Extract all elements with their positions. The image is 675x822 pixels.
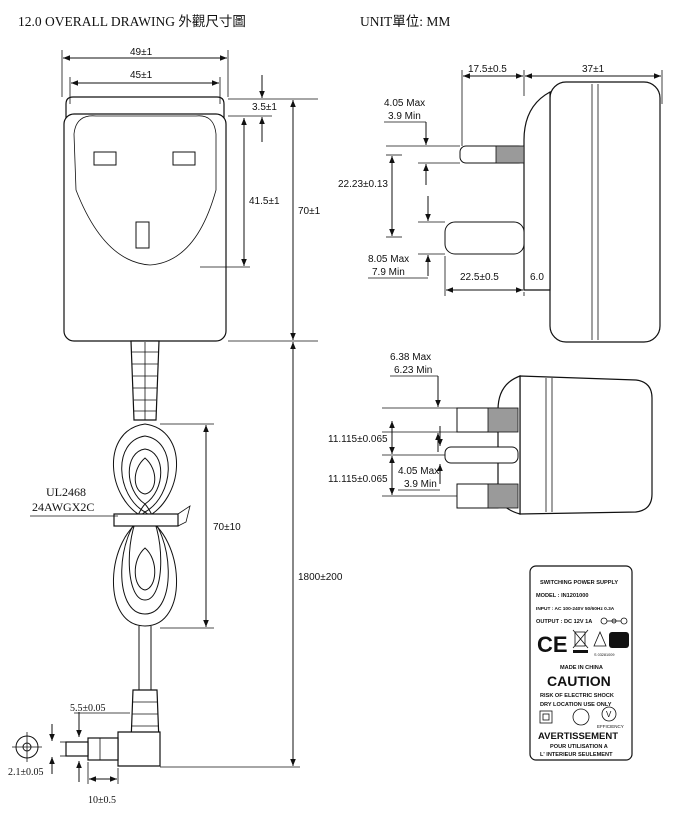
cable-loop-top (134, 457, 156, 495)
dim-pin-max: 4.05 Max (384, 98, 425, 109)
weee-bin-icon (572, 629, 589, 653)
warning-line-2: L' INTERIEUR SEULEMENT (540, 752, 613, 758)
bottom-view (444, 375, 653, 515)
side-plug-base (523, 90, 551, 291)
side-dimensions: 17.5±0.5 37±1 4.05 Max 3.9 Min 22.23±0.1… (338, 64, 663, 296)
dim-body-depth: 37±1 (582, 64, 605, 75)
efficiency-icon (601, 706, 617, 722)
dim-earth-min: 7.9 Min (372, 267, 405, 278)
cable-loop-bottom (134, 547, 156, 591)
side-view (444, 81, 661, 343)
dc-plug-tip (65, 741, 89, 757)
dim-pin-min: 3.9 Min (388, 111, 421, 122)
made-in: MADE IN CHINA (560, 665, 603, 671)
dim-earth-max: 8.05 Max (368, 254, 409, 265)
neutral-pin-slot (172, 151, 196, 166)
dim-coil-length: 70±10 (213, 522, 241, 533)
dim-width-outer: 49±1 (130, 47, 153, 58)
dc-plug-body (117, 731, 161, 767)
efficiency-blank-icon (572, 708, 590, 726)
dim-b-earth-max: 4.05 Max (398, 466, 439, 477)
cable-tie (113, 513, 179, 527)
label-line-3: INPUT : AC 100-240V 50/60Hz 0.3A (536, 606, 615, 612)
cable-spec-2: 24AWGX2C (32, 500, 94, 514)
double-insulation-icon (539, 710, 553, 724)
dim-b-earth-min: 3.9 Min (404, 479, 437, 490)
dim-width-inner: 45±1 (130, 70, 153, 81)
front-dimensions: 49±1 45±1 3.5±1 41.5±1 70±1 (61, 47, 321, 342)
cable-coil-mid (121, 435, 169, 615)
warning-title: AVERTISSEMENT (538, 731, 618, 742)
efficiency-text: EFFICIENCY (597, 724, 624, 729)
dc-plug-barrel (87, 737, 119, 761)
dim-b-pin-min: 6.23 Min (394, 365, 432, 376)
bottom-pin-top-sleeve (487, 407, 519, 433)
adapter-face-curve (73, 115, 217, 266)
side-pin-bottom (444, 221, 525, 255)
bottom-dimensions: 6.38 Max 6.23 Min 11.115±0.065 11.115±0.… (328, 352, 457, 497)
cable-spec-1: UL2468 (46, 485, 86, 499)
warning-line-1: POUR UTILISATION A (550, 744, 608, 750)
bottom-pin-bottom-sleeve (487, 483, 519, 509)
dim-height: 70±1 (298, 206, 321, 217)
bottom-pin-earth (444, 446, 519, 464)
serial-mark: S 03281009 (594, 653, 614, 657)
caution-line-2: DRY LOCATION USE ONLY (540, 702, 612, 708)
cable-assembly: UL2468 24AWGX2C 70±10 1800±200 5.5±0.05 … (8, 340, 343, 806)
dim-dc-length: 10±0.5 (88, 795, 116, 806)
caution-line-1: RISK OF ELECTRIC SHOCK (540, 693, 614, 699)
side-body (549, 81, 661, 343)
dim-total-length: 1800±200 (298, 572, 343, 583)
earth-pin-slot (135, 221, 150, 249)
label-line-2: MODEL : IN1201000 (536, 593, 588, 599)
dim-pin-spacing: 22.23±0.13 (338, 179, 388, 190)
dim-dc-inner: 2.1±0.05 (8, 767, 44, 778)
efficiency-mark: V (606, 710, 612, 719)
safety-mark-icon: S 03281009 (593, 630, 629, 657)
dim-pin-depth: 41.5±1 (249, 196, 280, 207)
side-pin-top-sleeve (495, 145, 525, 164)
dim-b-spacing-a: 11.115±0.065 (328, 434, 388, 445)
cable-coil-inner (128, 448, 162, 601)
dim-b-pin-max: 6.38 Max (390, 352, 431, 363)
dim-b-spacing-b: 11.115±0.065 (328, 474, 388, 485)
dim-top-offset: 3.5±1 (252, 102, 277, 113)
live-pin-slot (93, 151, 117, 166)
dim-pin-length: 22.5±0.5 (460, 272, 499, 283)
label-border (529, 565, 633, 761)
label-line-4: OUTPUT : DC 12V 1A (536, 619, 592, 625)
ce-mark: CE (537, 632, 568, 657)
caution-title: CAUTION (547, 673, 611, 689)
polarity-icon (600, 617, 628, 625)
unit-label: UNIT單位: MM (360, 14, 450, 29)
label-line-1: SWITCHING POWER SUPPLY (540, 580, 618, 586)
dim-dc-outer: 5.5±0.05 (70, 703, 106, 714)
dim-base: 6.0 (530, 272, 544, 283)
rating-label: SWITCHING POWER SUPPLY MODEL : IN1201000… (529, 565, 633, 761)
bottom-body (519, 375, 653, 515)
front-view (63, 96, 227, 342)
dim-plug-offset: 17.5±0.5 (468, 64, 507, 75)
drawing-title: 12.0 OVERALL DRAWING 外觀尺寸圖 (18, 14, 246, 29)
